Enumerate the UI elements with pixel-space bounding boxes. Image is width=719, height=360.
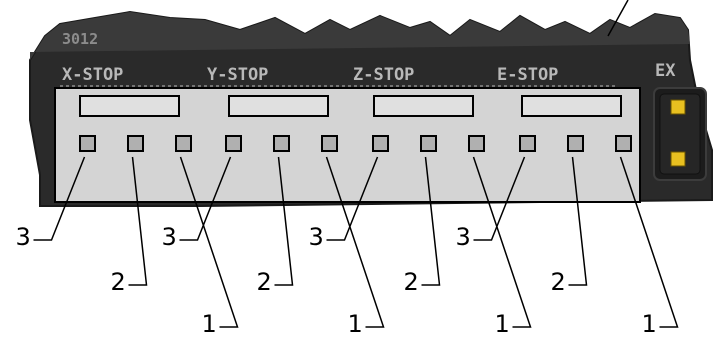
e-stop-latch-slot [521, 95, 622, 117]
z-stop-silkscreen-label: Z-STOP [353, 65, 414, 85]
y-stop-pin-3-label: 3 [162, 223, 177, 251]
z-stop-pin-1 [468, 135, 485, 152]
x-stop-pin-1 [175, 135, 192, 152]
right-header-pin-top [670, 99, 686, 115]
z-stop-pin-2-leader [421, 156, 441, 286]
x-stop-pin-2-leader [128, 156, 148, 286]
x-stop-pin-1-leader [179, 156, 239, 328]
e-stop-pin-1-label: 1 [642, 310, 657, 338]
z-stop-pin-1-label: 1 [495, 310, 510, 338]
e-stop-pin-3-leader [473, 156, 526, 241]
x-stop-pin-2-label: 2 [111, 268, 126, 296]
y-stop-pin-2-label: 2 [257, 268, 272, 296]
top-callout-leader [607, 0, 629, 37]
x-stop-pin-3-label: 3 [16, 223, 31, 251]
y-stop-pin-2-leader [274, 156, 294, 286]
e-stop-pin-2-label: 2 [551, 268, 566, 296]
x-stop-pin-2 [127, 135, 144, 152]
z-stop-pin-3-leader [326, 156, 379, 241]
z-stop-latch-slot [373, 95, 474, 117]
right-header-pin-bottom [670, 151, 686, 167]
y-stop-pin-3 [225, 135, 242, 152]
e-stop-pin-1-leader [619, 156, 679, 328]
e-stop-pin-2-leader [568, 156, 588, 286]
z-stop-pin-3 [372, 135, 389, 152]
y-stop-pin-3-leader [179, 156, 232, 241]
y-stop-pin-1-leader [325, 156, 385, 328]
z-stop-pin-1-leader [472, 156, 532, 328]
x-stop-pin-3 [79, 135, 96, 152]
z-stop-pin-2 [420, 135, 437, 152]
connector-pins [79, 135, 632, 152]
x-stop-pin-3-leader [33, 156, 86, 241]
y-stop-latch-slot [228, 95, 329, 117]
x-stop-silkscreen-label: X-STOP [62, 65, 123, 85]
x-stop-pin-1-label: 1 [202, 310, 217, 338]
z-stop-pin-3-label: 3 [309, 223, 324, 251]
pcb-board-edge-shadow [30, 12, 690, 60]
right-header-inner [659, 93, 701, 175]
e-stop-pin-3 [519, 135, 536, 152]
y-stop-pin-1 [321, 135, 338, 152]
y-stop-pin-1-label: 1 [348, 310, 363, 338]
y-stop-pin-2 [273, 135, 290, 152]
e-stop-pin-2 [567, 135, 584, 152]
e-stop-pin-3-label: 3 [456, 223, 471, 251]
pin-callout-labels: 3 2 1 3 2 1 3 2 1 3 2 1 [16, 223, 657, 338]
e-stop-silkscreen-label: E-STOP [497, 65, 558, 85]
y-stop-silkscreen-label: Y-STOP [207, 65, 268, 85]
pin-callout-leaders [33, 156, 679, 328]
corner-silkscreen-label: 3012 [62, 30, 98, 48]
edge-silkscreen-label: EX [655, 61, 676, 81]
e-stop-pin-1 [615, 135, 632, 152]
z-stop-pin-2-label: 2 [404, 268, 419, 296]
x-stop-latch-slot [79, 95, 180, 117]
